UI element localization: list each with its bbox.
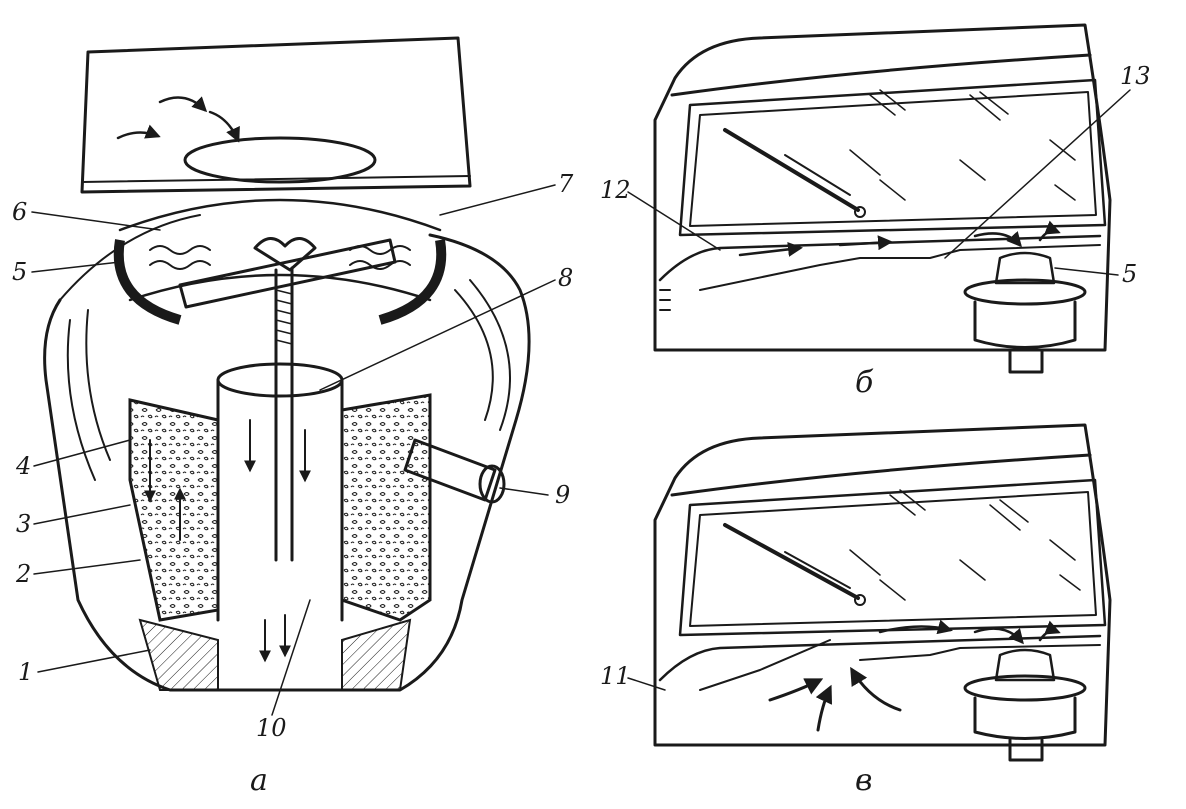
leader-12 [627,191,721,251]
panel-a-leaders [31,184,556,716]
central-rod [274,266,294,562]
caption-a: а [250,763,268,798]
glass-glare-v [849,489,1081,601]
wing-nut [253,237,317,272]
caption-b: б [855,365,874,400]
leader-13 [944,89,1131,259]
callout-8: 8 [558,264,573,292]
central-tube [216,378,344,622]
callout-1: 1 [18,658,33,686]
caption-v: в [855,763,872,798]
oil-bath-left [138,618,219,691]
outlet-pipe [403,438,506,504]
windshield-v [678,478,1107,637]
filter-element-right [340,393,432,622]
filter-canister-b [963,251,1087,374]
callout-10: 10 [256,714,287,742]
panel-b-cowl-vent-closed: 12 13 5 б [600,23,1151,400]
windshield-b [678,78,1107,237]
callout-12: 12 [600,176,631,204]
airflow-arrows-v [768,619,1061,732]
inlet-collar [183,136,377,184]
seal-ring-right [378,239,447,325]
wiper-arm-v [723,523,860,600]
callout-5: 5 [12,258,27,286]
wiper-arm-b [723,128,860,212]
internal-airflow-arrows [144,419,311,663]
clamp-bar [178,238,397,309]
callout-7: 7 [558,170,574,198]
panel-a-air-filter-cutaway: 1 2 3 4 5 6 7 8 9 10 а [12,36,574,798]
callout-2: 2 [15,560,31,588]
callout-5b: 5 [1122,260,1137,288]
filter-canister-v [963,648,1087,762]
panel-v-cowl-vent-open: 11 в [600,423,1112,798]
callout-9: 9 [555,481,570,509]
leader-5b [1054,267,1119,276]
glass-glare-b [849,89,1076,201]
duct-airflow-arrows [116,96,240,143]
filter-element-left [128,398,220,622]
filter-housing [43,233,531,692]
valve-springs [149,245,411,270]
housing-ribs [66,279,511,481]
callout-11: 11 [600,662,631,690]
airflow-arrows-b [738,220,1061,257]
callout-4: 4 [15,452,31,480]
oil-bath-right [341,618,412,691]
intake-duct [80,36,472,194]
body-outline-v [653,423,1112,747]
callout-6: 6 [12,198,27,226]
callout-3: 3 [16,510,31,538]
callout-13: 13 [1120,62,1151,90]
leader-11 [627,677,666,691]
body-outline-b [653,23,1112,352]
seal-ring-left [113,239,182,325]
